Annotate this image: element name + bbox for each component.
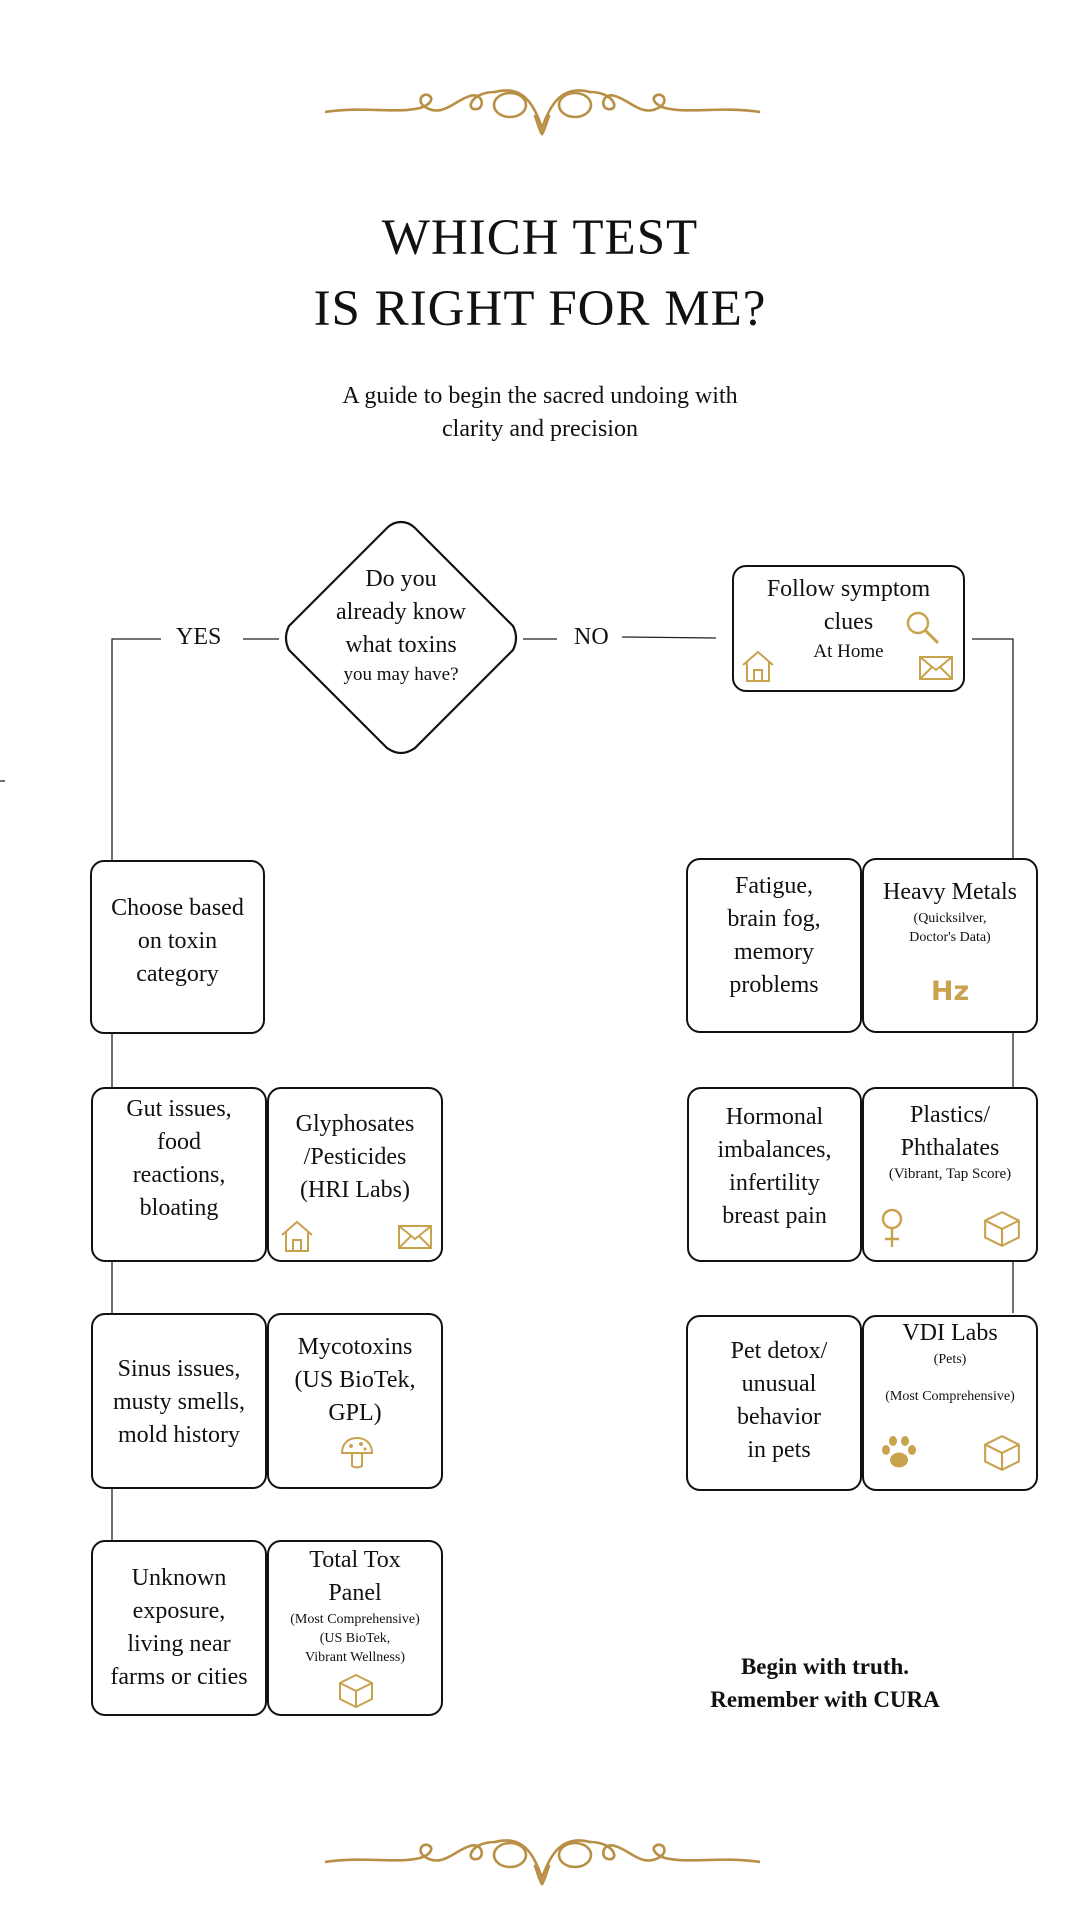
decision-line-1: Do you bbox=[365, 566, 437, 592]
fatigue-line-4: problems bbox=[729, 972, 819, 998]
gut-line-4: bloating bbox=[139, 1195, 219, 1221]
sinus-line-1: Sinus issues, bbox=[117, 1356, 241, 1382]
envelope-icon bbox=[919, 656, 953, 680]
house-icon bbox=[742, 650, 774, 682]
choose-line-2: on toxin bbox=[137, 928, 218, 954]
plastics-box: Plastics/ Phthalates (Vibrant, Tap Score… bbox=[862, 1087, 1038, 1262]
total-line-2: Panel bbox=[328, 1580, 382, 1606]
vdi-sub-2: (Most Comprehensive) bbox=[885, 1389, 1015, 1404]
pet-line-2: unusual bbox=[741, 1371, 817, 1397]
cube-icon bbox=[984, 1210, 1020, 1248]
vdi-line-1: VDI Labs bbox=[902, 1320, 998, 1346]
total-tox-box: Total Tox Panel (Most Comprehensive) (US… bbox=[267, 1540, 443, 1716]
choose-category-box: Choose based on toxin category bbox=[90, 860, 265, 1034]
symptom-line-1: Follow symptom bbox=[766, 576, 931, 602]
cube-icon bbox=[984, 1434, 1020, 1472]
sinus-issues-box: Sinus issues, musty smells, mold history bbox=[91, 1313, 267, 1489]
gut-line-2: food bbox=[157, 1129, 201, 1155]
fatigue-line-2: brain fog, bbox=[727, 906, 821, 932]
house-icon bbox=[281, 1220, 313, 1252]
gut-line-3: reactions, bbox=[132, 1162, 226, 1188]
decision-line-2: already know bbox=[336, 599, 466, 625]
top-ornament-icon bbox=[325, 89, 760, 136]
bottom-ornament-icon bbox=[325, 1839, 760, 1886]
symptom-line-2: clues bbox=[823, 609, 874, 635]
total-sub-3: Vibrant Wellness) bbox=[304, 1650, 406, 1665]
envelope-icon bbox=[398, 1225, 432, 1249]
myco-line-1: Mycotoxins bbox=[297, 1334, 413, 1360]
myco-line-3: GPL) bbox=[328, 1400, 382, 1426]
decision-line-4: you may have? bbox=[343, 664, 459, 685]
plastics-line-1: Plastics/ bbox=[909, 1102, 990, 1128]
female-symbol-icon bbox=[881, 1208, 903, 1247]
decision-diamond bbox=[284, 520, 518, 755]
hz-icon: Hz bbox=[930, 976, 970, 1007]
symptom-clues-box: Follow symptom clues At Home bbox=[732, 565, 965, 692]
vdi-labs-box: VDI Labs (Pets) (Most Comprehensive) bbox=[862, 1315, 1038, 1491]
cube-icon bbox=[339, 1673, 373, 1709]
glyphosates-box: Glyphosates /Pesticides (HRI Labs) bbox=[267, 1087, 443, 1262]
hormonal-line-4: breast pain bbox=[722, 1203, 827, 1229]
title-line-1: WHICH TEST bbox=[381, 210, 699, 266]
total-sub-1: (Most Comprehensive) bbox=[290, 1612, 420, 1627]
tagline-line-2: Remember with CURA bbox=[710, 1687, 940, 1712]
hormonal-line-2: imbalances, bbox=[717, 1137, 832, 1163]
gut-issues-box: Gut issues, food reactions, bloating bbox=[91, 1087, 267, 1262]
page-subtitle: A guide to begin the sacred undoing with… bbox=[0, 380, 1080, 446]
glyph-line-3: (HRI Labs) bbox=[300, 1177, 410, 1203]
unknown-line-3: living near bbox=[127, 1631, 231, 1657]
symptom-line-3: At Home bbox=[813, 641, 884, 662]
choose-line-3: category bbox=[136, 961, 219, 987]
total-sub-2: (US BioTek, bbox=[319, 1631, 391, 1646]
unknown-exposure-box: Unknown exposure, living near farms or c… bbox=[91, 1540, 267, 1716]
magnifier-icon bbox=[906, 611, 940, 645]
pet-line-1: Pet detox/ bbox=[730, 1338, 828, 1364]
metals-line-1: Heavy Metals bbox=[883, 879, 1017, 905]
hormonal-line-3: infertility bbox=[729, 1170, 820, 1196]
unknown-line-4: farms or cities bbox=[110, 1664, 248, 1690]
hormonal-box: Hormonal imbalances, infertility breast … bbox=[687, 1087, 862, 1262]
myco-line-2: (US BioTek, bbox=[294, 1367, 416, 1393]
sinus-line-2: musty smells, bbox=[112, 1389, 245, 1415]
unknown-line-1: Unknown bbox=[131, 1565, 227, 1591]
metals-sub-2: Doctor's Data) bbox=[909, 930, 991, 945]
plastics-sub-1: (Vibrant, Tap Score) bbox=[888, 1166, 1012, 1182]
tagline: Begin with truth. Remember with CURA bbox=[640, 1650, 1010, 1716]
total-line-1: Total Tox bbox=[309, 1547, 401, 1573]
sinus-line-3: mold history bbox=[117, 1422, 240, 1448]
paw-icon bbox=[882, 1436, 916, 1468]
mycotoxins-box: Mycotoxins (US BioTek, GPL) bbox=[267, 1313, 443, 1489]
pet-detox-box: Pet detox/ unusual behavior in pets bbox=[686, 1315, 862, 1491]
no-label: NO bbox=[568, 624, 615, 651]
glyph-line-2: /Pesticides bbox=[303, 1144, 407, 1170]
fatigue-line-3: memory bbox=[734, 939, 814, 965]
mushroom-icon bbox=[340, 1436, 374, 1469]
yes-label: YES bbox=[170, 624, 228, 651]
tagline-line-1: Begin with truth. bbox=[740, 1654, 910, 1679]
pet-line-3: behavior bbox=[737, 1404, 821, 1430]
unknown-line-2: exposure, bbox=[132, 1598, 226, 1624]
vdi-sub-1: (Pets) bbox=[933, 1352, 967, 1367]
fatigue-line-1: Fatigue, bbox=[735, 873, 813, 899]
glyph-line-1: Glyphosates bbox=[295, 1111, 415, 1137]
choose-line-1: Choose based bbox=[111, 895, 244, 921]
decision-question: Do you already know what toxins you may … bbox=[300, 563, 502, 688]
pet-line-4: in pets bbox=[747, 1437, 811, 1463]
plastics-line-2: Phthalates bbox=[900, 1135, 1000, 1161]
gut-line-1: Gut issues, bbox=[126, 1096, 232, 1122]
fatigue-box: Fatigue, brain fog, memory problems bbox=[686, 858, 862, 1033]
heavy-metals-box: Heavy Metals (Quicksilver, Doctor's Data… bbox=[862, 858, 1038, 1033]
hormonal-line-1: Hormonal bbox=[725, 1104, 824, 1130]
decision-line-3: what toxins bbox=[345, 632, 457, 658]
title-line-2: IS RIGHT FOR ME? bbox=[313, 281, 767, 337]
subtitle-line-2: clarity and precision bbox=[442, 416, 638, 442]
subtitle-line-1: A guide to begin the sacred undoing with bbox=[342, 383, 738, 409]
page-title: WHICH TEST IS RIGHT FOR ME? bbox=[0, 203, 1080, 345]
metals-sub-1: (Quicksilver, bbox=[913, 911, 987, 926]
